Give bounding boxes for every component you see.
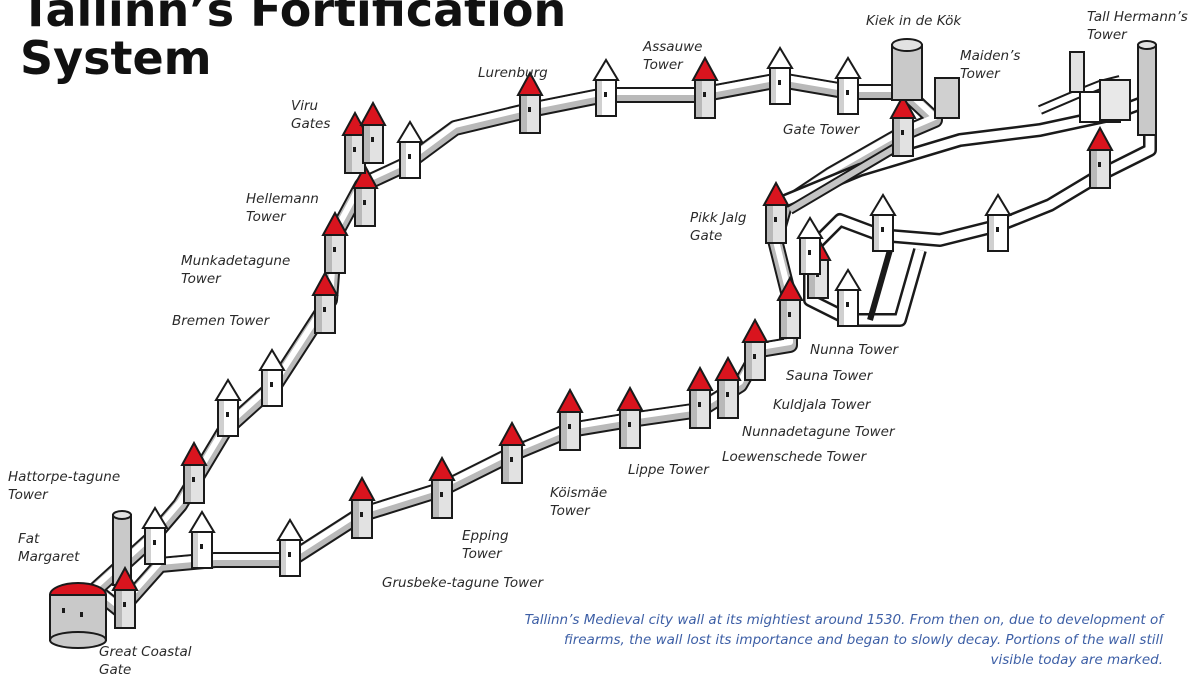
label-munkadetagune-tower: Munkadetagune Tower bbox=[181, 253, 291, 287]
label-tall-hermanns-tower: Tall Hermann’s Tower bbox=[1087, 9, 1188, 43]
tall-hermann-tower bbox=[1069, 40, 1157, 136]
label-sauna-tower: Sauna Tower bbox=[786, 368, 873, 384]
label-fat-margaret: Fat Margaret bbox=[18, 531, 80, 565]
maidens-tower bbox=[934, 77, 960, 119]
label-hellemann-tower: Hellemann Tower bbox=[246, 191, 319, 225]
toompea-wall bbox=[772, 75, 1157, 327]
label-epping-tower: Epping Tower bbox=[462, 528, 509, 562]
label-maidens-tower: Maiden’s Tower bbox=[960, 48, 1021, 82]
label-lippe-tower: Lippe Tower bbox=[628, 462, 709, 478]
label-loewenschede-tower: Loewenschede Tower bbox=[722, 449, 867, 465]
label-pikk-jalg-gate: Pikk Jalg Gate bbox=[690, 210, 747, 244]
label-lurenburg: Lurenburg bbox=[478, 65, 548, 81]
label-assauwe-tower: Assauwe Tower bbox=[643, 39, 703, 73]
label-viru-gates: Viru Gates bbox=[291, 98, 331, 132]
label-nunnadetagune-tower: Nunnadetagune Tower bbox=[742, 424, 895, 440]
label-grusbeke-tagune-tower: Grusbeke-tagune Tower bbox=[382, 575, 544, 591]
fat-margaret-tower bbox=[49, 582, 107, 649]
label-nunna-tower: Nunna Tower bbox=[810, 342, 899, 358]
label-great-coastal-gate: Great Coastal Gate bbox=[99, 644, 192, 678]
caption: Tallinn’s Medieval city wall at its migh… bbox=[524, 612, 1163, 668]
towers bbox=[49, 38, 1157, 649]
kiek-in-de-kok-tower bbox=[891, 38, 923, 101]
label-kuldjala-tower: Kuldjala Tower bbox=[773, 397, 871, 413]
label-kiek-in-de-kok: Kiek in de Kök bbox=[866, 13, 962, 29]
pikk-jalg-walls bbox=[787, 140, 903, 321]
city-wall bbox=[87, 72, 943, 618]
page-title: Tallinn’s Fortification System bbox=[20, 0, 567, 85]
hattorpe-tower bbox=[112, 510, 132, 586]
label-hattorpe-tagune-tower: Hattorpe-tagune Tower bbox=[8, 469, 121, 503]
label-gate-tower: Gate Tower bbox=[783, 122, 860, 138]
label-bremen-tower: Bremen Tower bbox=[172, 313, 270, 329]
label-koismae-tower: Köismäe Tower bbox=[550, 485, 608, 519]
